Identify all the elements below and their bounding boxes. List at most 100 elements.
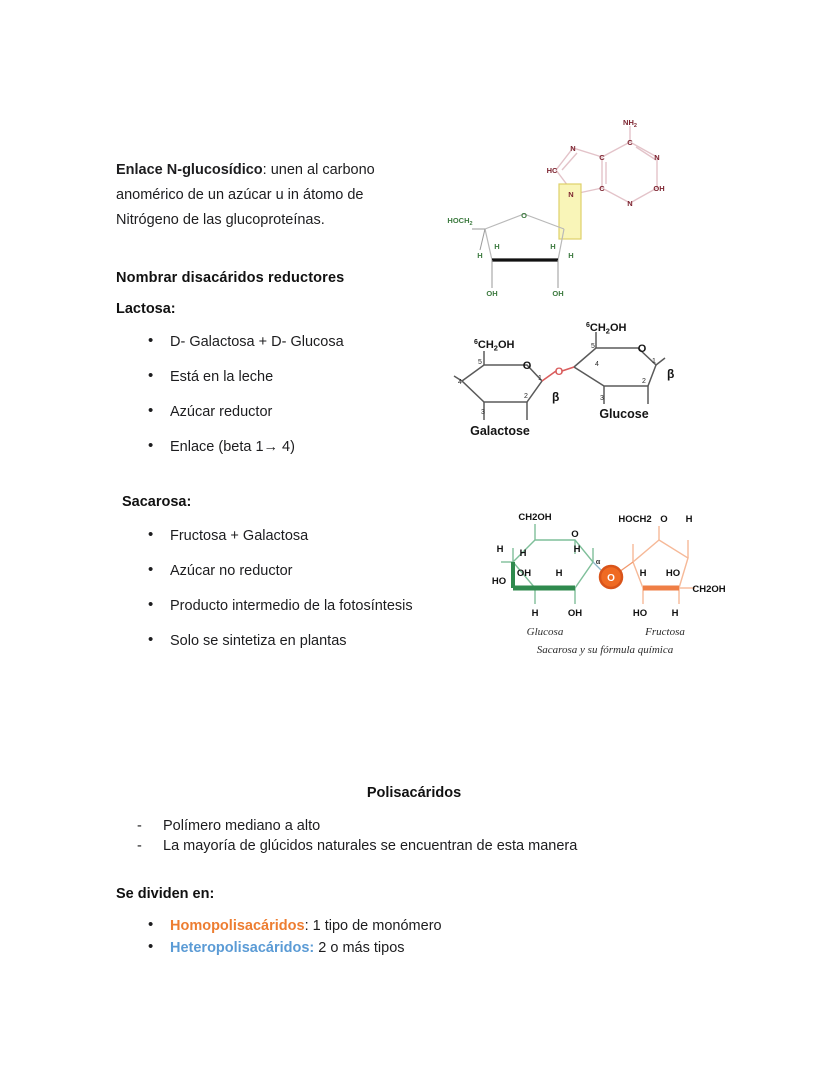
svg-text:O: O [660,514,667,525]
svg-text:H: H [568,251,573,260]
homopolysaccharide-colon: : [304,918,309,934]
svg-text:CH2OH: CH2OH [518,512,551,523]
sucrose-fructose-labels: HOCH2 O H H HO CH2OH HO H [618,514,725,619]
bridge-oxygen-label: O [555,366,564,378]
svg-text:C: C [599,153,605,162]
bridge-oxygen-circle [598,564,624,590]
n-glycosidic-paragraph: Enlace N-glucosídico: unen al carbono an… [116,158,406,233]
svg-text:H: H [477,251,482,260]
list-item: Azúcar reductor [140,402,440,421]
svg-text:1: 1 [652,358,656,365]
divided-into-heading: Se dividen en: [116,886,215,902]
svg-text:HO: HO [666,568,680,579]
heteropolysaccharide-term: Heteropolisacáridos [170,940,310,956]
svg-text:H: H [497,544,504,555]
svg-text:HOCH2: HOCH2 [447,216,472,227]
list-item: Fructosa + Galactosa [140,526,480,545]
list-item: Solo se sintetiza en plantas [140,631,480,650]
list-item: Polímero mediano a alto [130,816,690,836]
sucrose-label: Sacarosa: [122,494,192,510]
glucose-beta-label: β [667,367,674,381]
svg-text:NH2: NH2 [623,118,637,129]
svg-text:N: N [570,144,575,153]
polysaccharides-title: Polisacáridos [366,785,462,801]
svg-text:H: H [532,608,539,619]
svg-text:2: 2 [524,393,528,400]
svg-text:N: N [568,190,573,199]
svg-text:HC: HC [547,166,558,175]
bridge-oxygen-label: O [607,573,615,584]
svg-text:5: 5 [478,359,482,366]
sucrose-caption: Sacarosa y su fórmula química [537,644,674,656]
svg-text:O: O [521,211,527,220]
list-item: La mayoría de glúcidos naturales se encu… [130,836,690,856]
svg-text:4: 4 [595,361,599,368]
polysaccharides-dash-list: Polímero mediano a alto La mayoría de gl… [130,816,690,856]
svg-text:HO: HO [633,608,647,619]
ribose-bonds [484,213,565,261]
ribose-atom-labels: HOCH2 O H H H H OH OH [447,211,573,298]
svg-text:H: H [494,242,499,251]
glucose-name-label: Glucose [599,407,648,421]
svg-text:O: O [571,529,578,540]
polysaccharide-types-list: Homopolisacáridos: 1 tipo de monómero He… [140,915,560,960]
svg-text:H: H [574,544,581,555]
glycosidic-bond-highlight [558,183,582,240]
carbon-numbers: 5 4 3 2 1 5 4 3 2 1 [458,343,656,416]
sucrose-fructose-name: Fructosa [644,626,685,638]
purine-atom-labels: NH2 C C N OH N C N HC N [547,118,665,208]
list-item: Azúcar no reductor [140,561,480,580]
svg-text:5: 5 [591,343,595,350]
svg-text:CH2OH: CH2OH [692,584,725,595]
svg-text:N: N [627,199,632,208]
glucose-ring [572,332,666,404]
sucrose-fructose-ring [632,526,695,604]
list-item: Producto intermedio de la fotosíntesis [140,596,480,615]
sucrose-figure: O α CH2OH O H H H OH H HO H OH HOCH2 O H… [483,500,733,665]
homopolysaccharide-term: Homopolisacáridos [170,918,305,934]
svg-text:C: C [627,138,633,147]
svg-text:H: H [550,242,555,251]
svg-text:3: 3 [481,409,485,416]
sucrose-glucose-name: Glucosa [527,626,564,638]
svg-text:OH: OH [653,184,664,193]
svg-text:OH: OH [486,289,497,298]
svg-text:1: 1 [538,375,542,382]
svg-text:3: 3 [600,395,604,402]
glycosidic-bond-bridge [541,366,575,382]
glucose-ch2oh-label: 6CH2OH [586,322,627,336]
svg-text:OH: OH [517,568,531,579]
svg-text:OH: OH [568,608,582,619]
reducing-disaccharides-heading: Nombrar disacáridos reductores [116,270,345,286]
galactose-ch2oh-label: 6CH2OH [474,339,515,353]
svg-text:4: 4 [458,379,462,386]
sucrose-bullet-list: Fructosa + Galactosa Azúcar no reductor … [140,526,480,667]
homopolysaccharide-desc: 1 tipo de monómero [308,918,442,934]
svg-text:H: H [556,568,563,579]
lactose-figure: O 6CH2OH O Galactose β 6CH2OH O Glucose … [452,308,702,453]
lactose-label: Lactosa: [116,301,176,317]
list-item: Está en la leche [140,367,440,386]
n-glycosidic-term: Enlace N-glucosídico [116,162,263,178]
svg-text:HOCH2: HOCH2 [618,514,651,525]
svg-text:N: N [654,153,659,162]
n-glycosidic-definition: : unen al carbono anomérico de un azúcar… [116,162,375,228]
alpha-label: α [596,557,601,566]
heteropolysaccharide-colon: : [309,940,315,956]
lactose-bullet-list: D- Galactosa + D- Glucosa Está en la lec… [140,332,440,473]
svg-text:H: H [640,568,647,579]
glucose-ring-oxygen: O [638,343,647,355]
galactose-beta-label: β [552,390,559,404]
galactose-ring-oxygen: O [523,360,532,372]
svg-text:C: C [599,184,605,193]
list-item: D- Galactosa + D- Glucosa [140,332,440,351]
sucrose-glucose-labels: CH2OH O H H H OH H HO H OH [492,512,582,619]
list-item: Enlace (beta 1→ 4) [140,437,440,456]
list-item: Heteropolisacáridos: 2 o más tipos [140,937,560,958]
galactose-name-label: Galactose [470,424,530,438]
nucleoside-figure: NH2 C C N OH N C N HC N [440,110,690,305]
svg-text:HO: HO [492,576,506,587]
list-item: Homopolisacáridos: 1 tipo de monómero [140,915,560,936]
svg-text:OH: OH [552,289,563,298]
